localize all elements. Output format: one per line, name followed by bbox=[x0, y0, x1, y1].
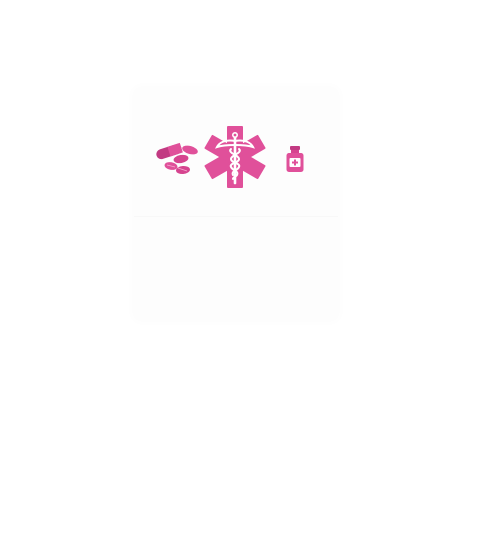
medical-icons-card bbox=[134, 88, 338, 320]
star-of-life-caduceus-icon bbox=[204, 126, 266, 188]
pills-icon bbox=[156, 142, 198, 175]
card-divider bbox=[134, 216, 338, 217]
medicine-bottle-icon bbox=[286, 146, 304, 172]
